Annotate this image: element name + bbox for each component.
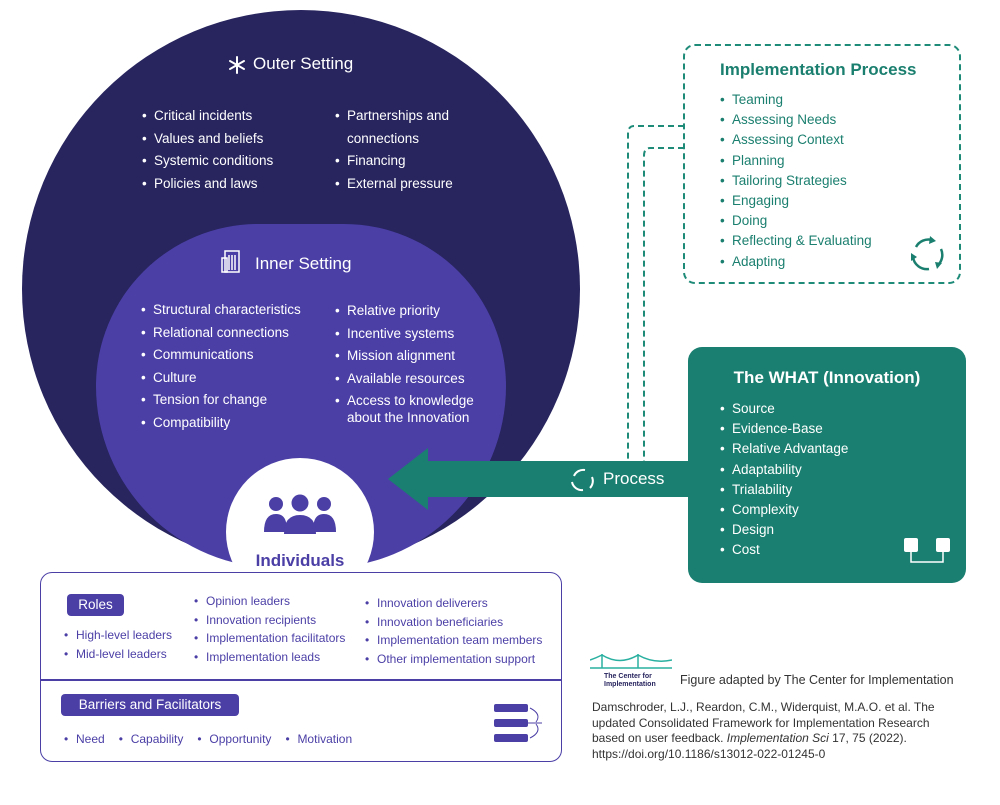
implementation-item: Teaming [720, 90, 920, 110]
cycle-icon [911, 236, 944, 271]
inner-setting-item: Access to knowledge about the Innovation [335, 392, 495, 426]
building-icon [221, 250, 240, 273]
bridge-icon [590, 654, 672, 669]
process-connector-lines [627, 125, 684, 465]
implementation-process-title: Implementation Process [720, 60, 917, 79]
implementation-item: Tailoring Strategies [720, 171, 920, 191]
implementation-process-box [683, 44, 961, 284]
inner-setting-item: Available resources [335, 370, 495, 387]
outer-setting-item: Partnerships and connections [335, 105, 475, 150]
individuals-title: Individuals [255, 551, 345, 570]
role-item: Opinion leaders [194, 592, 364, 611]
barrier-item: Capability [119, 730, 184, 749]
inner-setting-item: Communications [141, 344, 331, 367]
barrier-item: Motivation [285, 730, 352, 749]
outer-setting-item: Systemic conditions [142, 150, 322, 173]
implementation-process-list: TeamingAssessing NeedsAssessing ContextP… [720, 90, 920, 272]
barrier-item: Opportunity [197, 730, 271, 749]
implementation-item: Assessing Context [720, 130, 920, 150]
innovation-item: Adaptability [720, 460, 920, 480]
outer-setting-item: Financing [335, 150, 475, 173]
role-item: Implementation team members [365, 631, 555, 650]
inner-setting-item: Culture [141, 367, 331, 390]
barrier-item: Need [64, 730, 105, 749]
outer-setting-list-left: Critical incidentsValues and beliefsSyst… [142, 105, 322, 195]
outer-setting-item: Values and beliefs [142, 128, 322, 151]
implementation-item: Assessing Needs [720, 110, 920, 130]
figure-credit: Figure adapted by The Center for Impleme… [680, 673, 954, 687]
inner-setting-item: Compatibility [141, 412, 331, 435]
innovation-item: Design [720, 520, 920, 540]
implementation-item: Reflecting & Evaluating [720, 231, 920, 251]
center-for-implementation-logo: The Center for Implementation [590, 652, 672, 688]
outer-setting-item: Critical incidents [142, 105, 322, 128]
implementation-item: Doing [720, 211, 920, 231]
roles-list-2: Opinion leadersInnovation recipientsImpl… [194, 592, 364, 666]
inner-setting-item: Relational connections [141, 322, 331, 345]
innovation-list: SourceEvidence-BaseRelative AdvantageAda… [720, 399, 920, 561]
role-item: Other implementation support [365, 650, 555, 669]
inner-setting-item: Tension for change [141, 389, 331, 412]
innovation-item: Evidence-Base [720, 419, 920, 439]
barriers-list: Need Capability Opportunity Motivation [64, 730, 424, 749]
inner-setting-item: Relative priority [335, 302, 495, 319]
citation: Damschroder, L.J., Reardon, C.M., Widerq… [592, 700, 952, 762]
innovation-item: Source [720, 399, 920, 419]
role-item: Implementation leads [194, 648, 364, 667]
innovation-title: The WHAT (Innovation) [733, 368, 921, 387]
connection-icon [904, 538, 950, 563]
inner-setting-title: Inner Setting [255, 254, 352, 273]
inner-setting-item: Mission alignment [335, 347, 495, 364]
role-item: Implementation facilitators [194, 629, 364, 648]
innovation-item: Trialability [720, 480, 920, 500]
outer-setting-list-right: Partnerships and connectionsFinancingExt… [335, 105, 475, 195]
snowflake-icon [229, 56, 245, 74]
innovation-item: Cost [720, 540, 920, 560]
inner-setting-item: Incentive systems [335, 325, 495, 342]
role-item: Innovation recipients [194, 611, 364, 630]
innovation-item: Relative Advantage [720, 439, 920, 459]
implementation-item: Adapting [720, 252, 920, 272]
outer-setting-item: External pressure [335, 173, 475, 196]
citation-journal: Implementation Sci [726, 731, 829, 745]
roles-list-3: Innovation deliverersInnovation benefici… [365, 594, 555, 668]
roles-pill: Roles [67, 594, 124, 616]
inner-setting-item: Structural characteristics [141, 299, 331, 322]
citation-details: 17, 75 (2022). https://doi.org/10.1186/s… [592, 731, 907, 761]
barriers-pill: Barriers and Facilitators [61, 694, 239, 716]
people-icon [264, 494, 336, 534]
inner-setting-list-left: Structural characteristicsRelational con… [141, 299, 331, 434]
logo-text: The Center for Implementation [604, 673, 656, 688]
role-item: Innovation deliverers [365, 594, 555, 613]
role-item: High-level leaders [64, 626, 184, 645]
process-arrow [388, 448, 698, 510]
role-item: Innovation beneficiaries [365, 613, 555, 632]
implementation-item: Planning [720, 151, 920, 171]
role-item: Mid-level leaders [64, 645, 184, 664]
inner-setting-list-right: Relative priorityIncentive systemsMissio… [335, 302, 495, 432]
box-divider [41, 679, 561, 681]
swap-icon [494, 704, 542, 742]
cycle-icon [571, 468, 594, 492]
outer-setting-item: Policies and laws [142, 173, 322, 196]
citation-text: Damschroder, L.J., Reardon, C.M., Widerq… [592, 700, 935, 745]
implementation-item: Engaging [720, 191, 920, 211]
innovation-item: Complexity [720, 500, 920, 520]
outer-setting-title: Outer Setting [253, 54, 354, 73]
roles-list-1: High-level leadersMid-level leaders [64, 626, 184, 663]
process-arrow-label: Process [603, 469, 665, 488]
